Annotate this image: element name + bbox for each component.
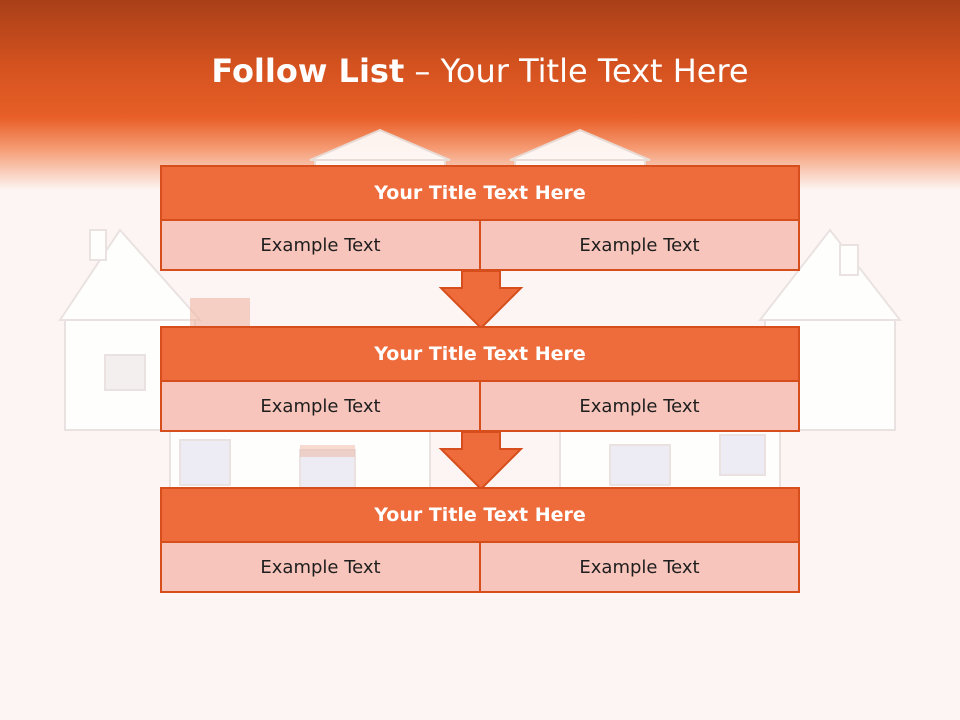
block-title: Your Title Text Here (160, 326, 800, 382)
block-cell-right: Example Text (479, 543, 798, 591)
slide-title-rest: – Your Title Text Here (404, 52, 749, 90)
block-row: Example Text Example Text (160, 221, 800, 271)
header-band (0, 0, 960, 190)
block-row: Example Text Example Text (160, 382, 800, 432)
block-title: Your Title Text Here (160, 487, 800, 543)
down-arrow-icon (438, 270, 524, 330)
slide-title: Follow List – Your Title Text Here (0, 52, 960, 90)
block-title: Your Title Text Here (160, 165, 800, 221)
list-block-2: Your Title Text Here Example Text Exampl… (160, 326, 800, 432)
slide-title-bold: Follow List (211, 52, 405, 90)
block-cell-left: Example Text (260, 395, 381, 417)
block-cell-left: Example Text (260, 556, 381, 578)
down-arrow-icon (438, 431, 524, 491)
block-cell-right: Example Text (479, 221, 798, 269)
list-block-3: Your Title Text Here Example Text Exampl… (160, 487, 800, 593)
list-block-1: Your Title Text Here Example Text Exampl… (160, 165, 800, 271)
block-cell-right: Example Text (479, 382, 798, 430)
block-cell-left: Example Text (260, 234, 381, 256)
block-row: Example Text Example Text (160, 543, 800, 593)
